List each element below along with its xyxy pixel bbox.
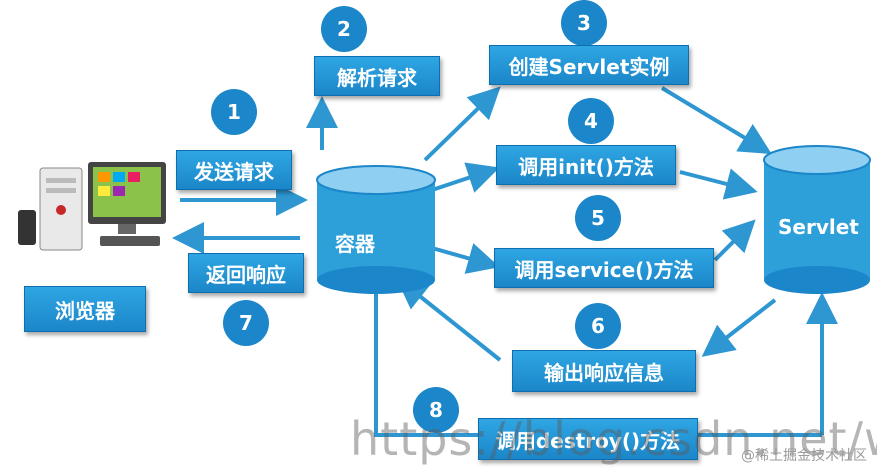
step-5-number: 5 bbox=[575, 195, 621, 241]
browser-label: 浏览器 bbox=[24, 286, 146, 332]
container-label: 容器 bbox=[335, 232, 375, 256]
destroy-method-label: 调用destroy()方法 bbox=[478, 418, 698, 460]
step-3-number: 3 bbox=[561, 0, 607, 46]
container-cylinder bbox=[316, 165, 436, 294]
step-2-number: 2 bbox=[321, 6, 367, 52]
service-method-label: 调用service()方法 bbox=[494, 248, 714, 288]
browser-computer bbox=[10, 160, 170, 265]
servlet-label: Servlet bbox=[778, 215, 859, 239]
arrow-service-to-servlet bbox=[713, 219, 756, 262]
arrow-to-init bbox=[431, 162, 500, 193]
arrow-create-to-servlet bbox=[660, 86, 772, 155]
step-6-number: 6 bbox=[575, 303, 621, 349]
step-1-number: 1 bbox=[211, 89, 257, 135]
parse-request-label: 解析请求 bbox=[314, 56, 440, 96]
arrow-output-to-container bbox=[395, 277, 502, 362]
step-8-number: 8 bbox=[413, 387, 459, 433]
arrow-to-service bbox=[431, 243, 500, 274]
step-7-number: 7 bbox=[223, 300, 269, 346]
servlet-cylinder bbox=[763, 145, 871, 294]
credit-text: @稀土掘金技术社区 bbox=[741, 448, 867, 464]
create-servlet-label: 创建Servlet实例 bbox=[489, 45, 689, 85]
output-response-label: 输出响应信息 bbox=[512, 350, 696, 392]
send-request-label: 发送请求 bbox=[176, 150, 292, 190]
step-4-number: 4 bbox=[568, 98, 614, 144]
init-method-label: 调用init()方法 bbox=[496, 145, 676, 185]
computer-icon bbox=[18, 162, 166, 251]
arrow-init-to-servlet bbox=[679, 168, 758, 200]
arrow-servlet-to-output bbox=[701, 298, 777, 357]
url-watermark: https://blog.csdn.net/weixin_ bbox=[350, 412, 877, 466]
arrow-to-create bbox=[423, 86, 501, 162]
return-response-label: 返回响应 bbox=[188, 253, 304, 293]
